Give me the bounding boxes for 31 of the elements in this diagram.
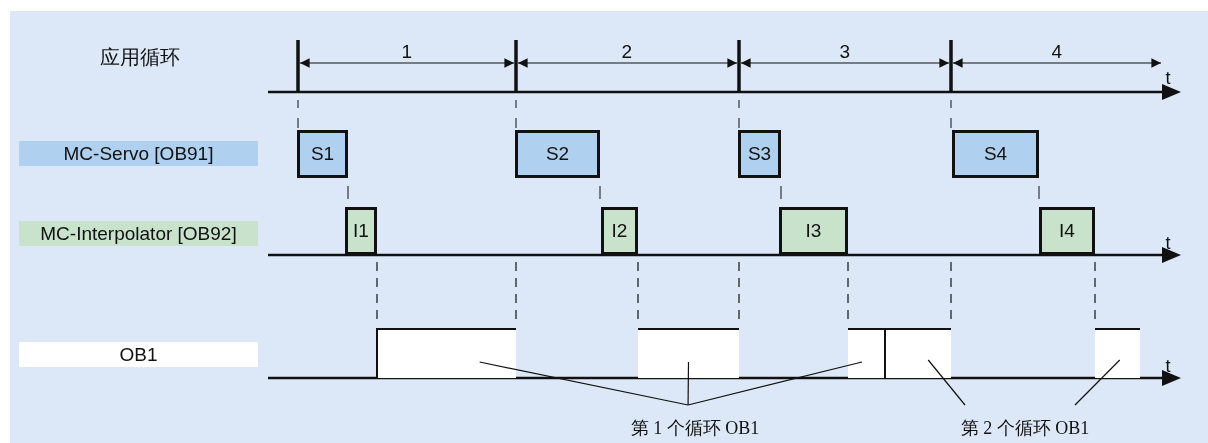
caption-text: 第 1 个循环 OB1: [590, 408, 800, 440]
task-block: S1: [297, 130, 348, 178]
ob1-execution-block: [638, 328, 739, 378]
axis-label: t: [1165, 67, 1171, 89]
row-label: MC-Servo [OB91]: [19, 141, 258, 166]
ob1-execution-block: [376, 328, 516, 378]
cycle-number: 4: [1051, 41, 1063, 63]
ob1-execution-block: [884, 328, 951, 378]
leader-line: [1074, 359, 1121, 406]
row-label: OB1: [19, 342, 258, 367]
axis-label: t: [1165, 232, 1171, 254]
ob1-execution-block: [1095, 328, 1140, 378]
leader-line: [479, 361, 689, 406]
leader-line: [927, 359, 966, 406]
cycle-number: 3: [839, 41, 851, 63]
row-label: MC-Interpolator [OB92]: [19, 221, 258, 246]
row-title: 应用循环: [100, 43, 180, 71]
task-block: I1: [345, 207, 377, 255]
cycle-number: 2: [621, 41, 633, 63]
task-block: I3: [779, 207, 848, 255]
task-block: S3: [738, 130, 781, 178]
task-block: S4: [952, 130, 1039, 178]
task-block: S2: [515, 130, 600, 178]
task-block: I4: [1039, 207, 1095, 255]
cycle-number: 1: [401, 41, 413, 63]
ob1-execution-block: [848, 328, 884, 378]
caption-text: 第 2 个循环 OB1: [925, 408, 1125, 440]
task-block: I2: [601, 207, 638, 255]
leader-line: [687, 361, 863, 406]
leader-line: [687, 361, 690, 406]
axis-label: t: [1165, 355, 1171, 377]
